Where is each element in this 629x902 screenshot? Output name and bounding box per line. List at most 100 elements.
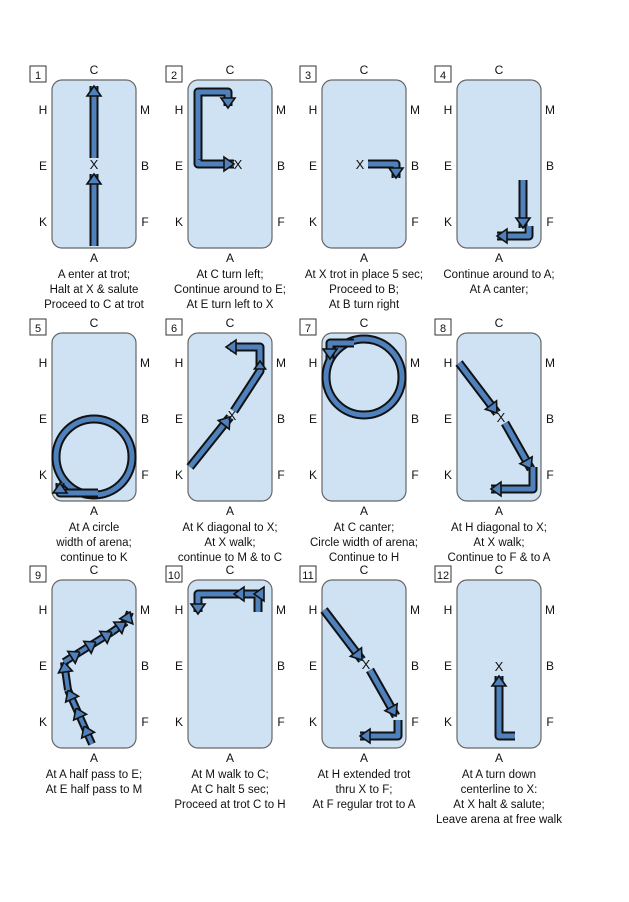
path-h-to-x-arrowhead (483, 399, 498, 415)
letter-k: K (39, 715, 47, 729)
letter-k: K (309, 715, 317, 729)
caption-line: thru X to F; (335, 784, 393, 796)
panel-number: 4 (440, 70, 446, 82)
caption-line: At C halt 5 sec; (191, 784, 269, 796)
path-to-x (195, 160, 234, 167)
letter-c: C (360, 63, 369, 77)
letter-a: A (360, 751, 368, 765)
letter-c: C (495, 316, 504, 330)
letter-b: B (546, 159, 554, 173)
letter-b: B (277, 159, 285, 173)
caption-line: At C canter; (333, 522, 395, 534)
letter-f: F (141, 468, 148, 482)
caption-line: centerline to X: (460, 784, 538, 796)
letter-a: A (495, 251, 503, 265)
letter-k: K (309, 215, 317, 229)
caption-line: At E turn left to X (186, 299, 274, 311)
letter-k: K (444, 468, 452, 482)
letter-k: K (309, 468, 317, 482)
path-to-h-arrowhead (321, 348, 339, 361)
letter-a: A (90, 504, 98, 518)
letter-e: E (309, 159, 317, 173)
path-f-to-a (360, 720, 401, 739)
letter-k: K (444, 715, 452, 729)
letter-e: E (39, 412, 47, 426)
path-top (195, 591, 261, 612)
panel-number-box (299, 65, 317, 83)
letter-f: F (546, 468, 553, 482)
panel-number-box (29, 65, 47, 83)
letter-h: H (309, 356, 318, 370)
path-f-to-a-arrowhead (358, 727, 371, 745)
letter-b: B (277, 659, 285, 673)
panel-number-box (165, 65, 183, 83)
letter-m: M (410, 356, 420, 370)
marker-x: X (356, 157, 365, 172)
panel-number-box (434, 318, 452, 336)
path-down-f-arrowhead (514, 217, 532, 230)
letter-k: K (39, 468, 47, 482)
marker-x: X (362, 657, 371, 672)
letter-h: H (39, 603, 48, 617)
marker-x: X (495, 659, 504, 674)
arena (456, 332, 542, 502)
letter-e: E (444, 659, 452, 673)
letter-a: A (226, 504, 234, 518)
letter-h: H (444, 103, 453, 117)
path-half-pass-e-0-arrowhead (80, 724, 97, 740)
path-k-to-x-arrowhead (216, 415, 231, 431)
panel-caption: At C canter;Circle width of arena;Contin… (289, 521, 439, 566)
letter-c: C (495, 63, 504, 77)
letter-b: B (277, 412, 285, 426)
marker-x: X (234, 157, 243, 172)
path-half-pass-e-3-arrowhead (57, 660, 74, 674)
arena (321, 579, 407, 749)
caption-line: At A half pass to E; (45, 769, 143, 781)
caption-line: At K diagonal to X; (182, 522, 278, 534)
letter-a: A (360, 504, 368, 518)
caption-line: Continue around to E; (174, 284, 286, 296)
marker-x: X (228, 408, 237, 423)
letter-f: F (546, 215, 553, 229)
letter-k: K (175, 215, 183, 229)
letter-e: E (39, 659, 47, 673)
letter-f: F (277, 215, 284, 229)
letter-b: B (546, 412, 554, 426)
path-x-to-f-arrowhead (518, 455, 534, 471)
letter-m: M (410, 103, 420, 117)
arena (321, 79, 407, 249)
letter-m: M (276, 103, 286, 117)
letter-h: H (175, 603, 184, 617)
panel-number: 12 (437, 570, 449, 582)
panel-caption: At A half pass to E;At E half pass to M (19, 768, 169, 798)
path-x-to-f-arrowhead (383, 702, 399, 718)
panel-number: 2 (171, 70, 177, 82)
letter-f: F (277, 715, 284, 729)
path-h-to-x-arrowhead (348, 646, 363, 662)
caption-line: Circle width of arena; (309, 537, 419, 549)
caption-line: At A circle (68, 522, 120, 534)
letter-h: H (444, 603, 453, 617)
path-f-to-a-arrowhead (489, 480, 502, 498)
path-centerline-arrowhead (490, 674, 508, 687)
letter-a: A (90, 751, 98, 765)
letter-m: M (410, 603, 420, 617)
letter-f: F (141, 715, 148, 729)
caption-line: Continue around to A; (443, 269, 555, 281)
letter-f: F (411, 468, 418, 482)
letter-m: M (140, 603, 150, 617)
letter-h: H (175, 356, 184, 370)
caption-line: At A canter; (469, 284, 529, 296)
path-to-b-arrowhead (387, 167, 405, 180)
arena (51, 79, 137, 249)
path-half-pass-e-1-arrowhead (72, 706, 89, 722)
panel-caption: At K diagonal to X;At X walk;continue to… (155, 521, 305, 566)
